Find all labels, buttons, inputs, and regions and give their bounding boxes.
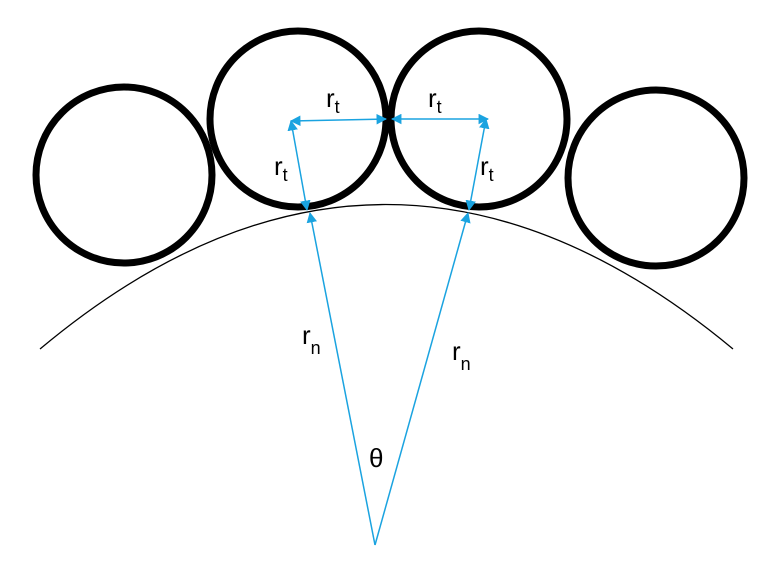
rt-dimension-line-left	[289, 113, 388, 127]
label-rt-top-left: rt	[326, 83, 340, 117]
label-rn-left: rn	[302, 320, 321, 358]
tube-circle-outer-right	[564, 86, 748, 270]
label-rt-side-right: rt	[480, 151, 494, 185]
label-rt-side-left: rt	[274, 151, 288, 185]
base-arc	[39, 204, 734, 350]
rt-dimension-line-down-left	[287, 119, 311, 212]
label-theta: θ	[369, 443, 383, 473]
label-rn-right: rn	[452, 336, 471, 374]
rn-radius-line-right	[374, 211, 471, 546]
rt-dimension-line-down-right	[465, 117, 490, 212]
rn-radius-line-left	[306, 211, 376, 546]
tube-circle-outer-left	[32, 83, 216, 267]
label-rt-top-right: rt	[428, 83, 442, 117]
